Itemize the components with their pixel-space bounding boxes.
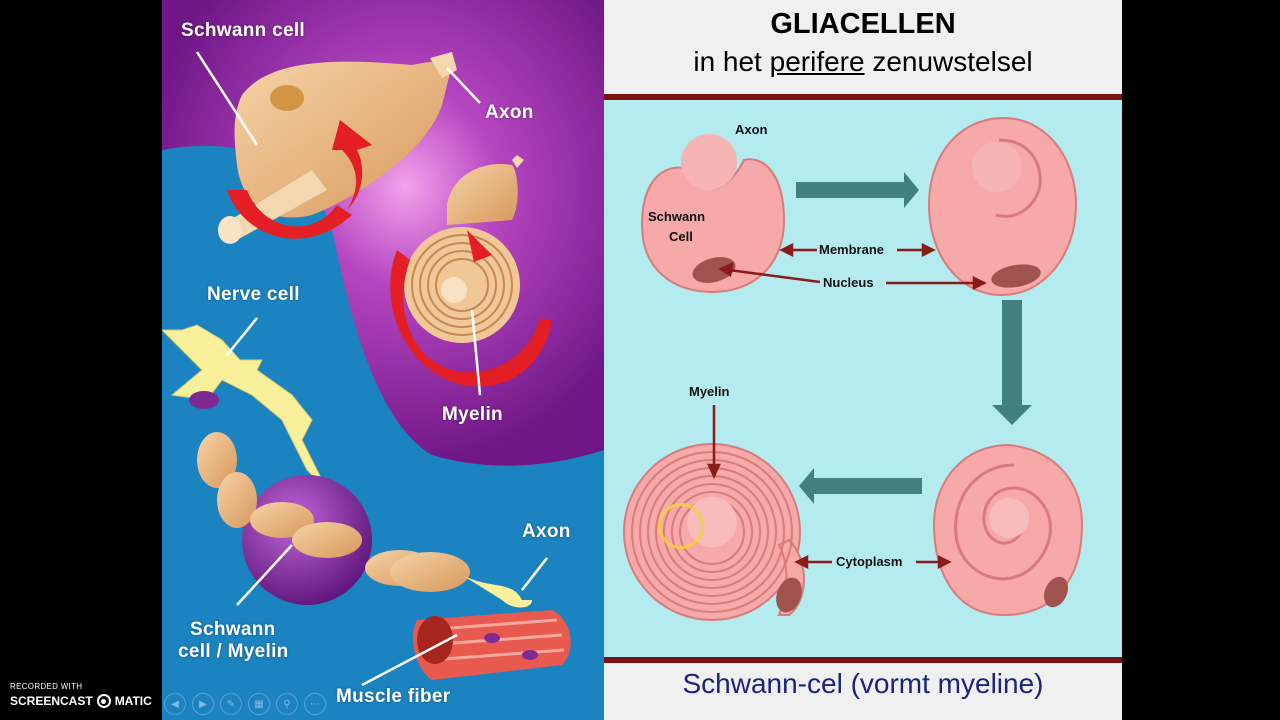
stage3-axon (989, 498, 1029, 538)
stage4-nucleus (776, 577, 802, 613)
label-diagram-nucleus: Nucleus (823, 275, 874, 290)
stage2-spiral (995, 138, 1042, 218)
label-arrows (707, 242, 987, 570)
title-divider (604, 94, 1122, 100)
cursor-highlight-ring (658, 503, 704, 549)
illustration-panel: Schwann cell Axon Nerve cell Myelin Schw… (162, 0, 604, 720)
arrow-left (799, 468, 922, 504)
screencast-watermark: RECORDED WITH SCREENCAST MATIC (10, 682, 152, 708)
slide: Schwann cell Axon Nerve cell Myelin Schw… (162, 0, 1122, 720)
stage1-nucleus (692, 257, 736, 283)
stage2-cell (927, 116, 1078, 297)
arrow-right (796, 172, 919, 208)
stage3-nucleus (1043, 576, 1069, 608)
more-icon[interactable]: ⋯ (304, 693, 326, 715)
slide-subtitle: in het perifere zenuwstelsel (693, 46, 1033, 77)
slide-caption: Schwann-cel (vormt myeline) (682, 668, 1044, 699)
next-icon[interactable]: ▶ (192, 693, 214, 715)
screencast-brand: SCREENCAST MATIC (10, 694, 152, 708)
record-icon (96, 694, 111, 708)
label-diagram-schwann: Schwann (648, 209, 706, 224)
label-diagram-membrane: Membrane (819, 242, 885, 257)
caption-divider (604, 657, 1122, 663)
myelin-cross-section (390, 155, 552, 387)
label-nerve-cell: Nerve cell (207, 284, 300, 305)
label-diagram-axon: Axon (735, 122, 768, 137)
zoom-icon[interactable]: ⚲ (276, 693, 298, 715)
presentation-toolbar: ◀ ▶ ✎ ▦ ⚲ ⋯ (164, 693, 326, 715)
label-myelin: Myelin (442, 404, 503, 425)
label-muscle-fiber: Muscle fiber (336, 686, 451, 707)
label-axon-top: Axon (485, 102, 534, 123)
label-diagram-myelin: Myelin (689, 384, 730, 399)
nerve-cell (162, 324, 328, 491)
stage2-nucleus (991, 264, 1041, 288)
myelination-diagram: Axon Schwann Cell Membrane Nucleus Myeli… (604, 100, 1122, 657)
myelination-drawing (623, 116, 1084, 621)
stage1-axon (681, 134, 737, 190)
stage2-axon (972, 142, 1022, 192)
label-pointers (195, 51, 548, 687)
schwann-cell-top (218, 52, 457, 244)
title-box: GLIACELLEN in het perifere zenuwstelsel (604, 0, 1122, 94)
label-schwann-cell: Schwann cell (181, 20, 305, 41)
recorded-with-text: RECORDED WITH (10, 682, 83, 691)
schwann-cell-illustration (162, 0, 604, 720)
label-diagram-cytoplasm: Cytoplasm (836, 554, 903, 569)
previous-icon[interactable]: ◀ (164, 693, 186, 715)
slide-title: GLIACELLEN (770, 8, 956, 40)
arrow-down (992, 300, 1032, 425)
label-diagram-cell: Cell (669, 229, 693, 244)
flow-arrows (796, 172, 1032, 504)
label-schwann-myelin-line1: Schwann (190, 619, 276, 640)
pen-icon[interactable]: ✎ (220, 693, 242, 715)
content-panel: GLIACELLEN in het perifere zenuwstelsel (604, 0, 1122, 720)
label-axon-bottom: Axon (522, 521, 571, 542)
stage3-spiral (954, 463, 1052, 581)
label-schwann-myelin-line2: cell / Myelin (178, 641, 289, 662)
slides-icon[interactable]: ▦ (248, 693, 270, 715)
myelinated-axon (197, 432, 532, 608)
